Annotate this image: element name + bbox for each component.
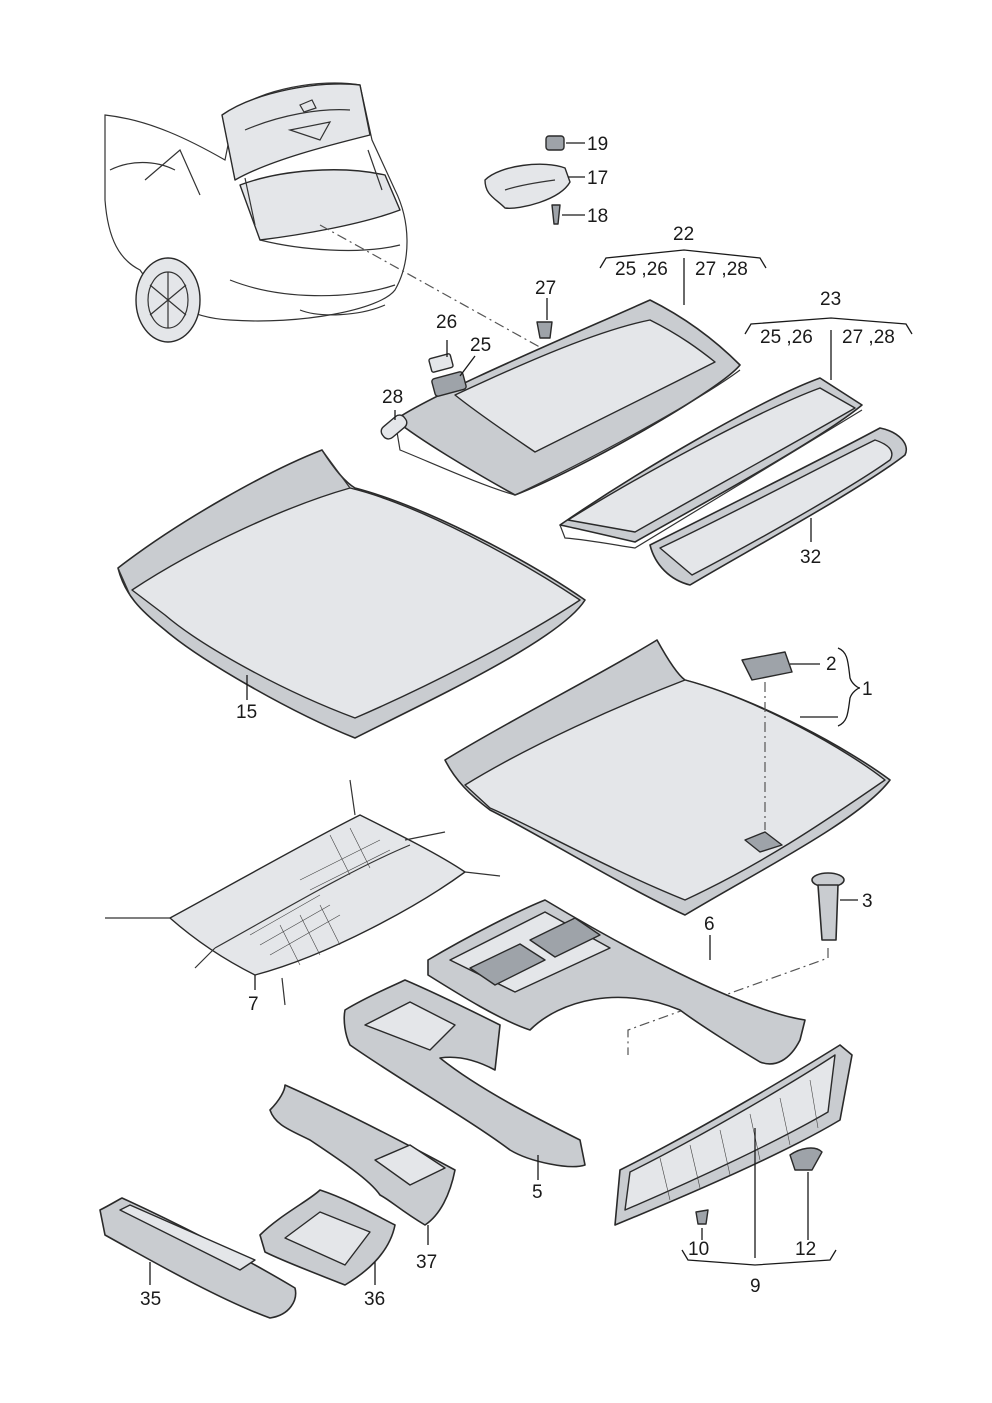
part-28 [380,414,408,440]
label-26: 26 [436,312,457,333]
label-28: 28 [382,387,403,408]
label-1: 1 [862,679,873,700]
label-19: 19 [587,134,608,155]
label-22: 22 [673,224,694,245]
label-5: 5 [532,1182,543,1203]
assembly-line-bolt [627,948,829,1055]
floor-mat-15 [117,449,586,739]
insert-37 [269,1084,456,1226]
cover-32 [649,427,907,586]
label-23: 23 [820,289,841,310]
label-23-sub-a: 25 ,26 [760,327,813,348]
assembly-line-trunk [319,224,546,351]
tray-6 [427,899,806,1065]
label-35: 35 [140,1289,161,1310]
label-22-sub-a: 25 ,26 [615,259,668,280]
label-22-sub-b: 27 ,28 [695,259,748,280]
label-3: 3 [862,891,873,912]
strip-35 [99,1197,297,1319]
car-illustration [104,82,408,343]
label-10: 10 [688,1239,709,1260]
label-2: 2 [826,654,837,675]
tray-5 [343,979,586,1168]
part-26 [428,353,454,373]
label-18: 18 [587,206,608,227]
cargo-net-7 [105,779,501,1006]
cover-2 [741,651,793,681]
label-23-sub-b: 27 ,28 [842,327,895,348]
label-7: 7 [248,994,259,1015]
part-12 [789,1147,823,1171]
shelf-panel-23 [559,377,863,549]
bolt-3 [811,872,845,941]
part-bracket-17 [484,135,571,225]
label-9: 9 [750,1276,761,1297]
label-27: 27 [535,278,556,299]
label-37: 37 [416,1252,437,1273]
parcel-shelf-22 [394,299,741,496]
box-36 [259,1189,396,1286]
label-25: 25 [470,335,491,356]
part-25 [431,371,467,397]
part-27 [536,321,553,339]
floor-mat-1 [444,639,891,916]
label-12: 12 [795,1239,816,1260]
label-15: 15 [236,702,257,723]
part-10 [695,1209,709,1225]
label-6: 6 [704,914,715,935]
label-17: 17 [587,168,608,189]
trim-panel-9 [614,1044,853,1226]
label-32: 32 [800,547,821,568]
label-36: 36 [364,1289,385,1310]
